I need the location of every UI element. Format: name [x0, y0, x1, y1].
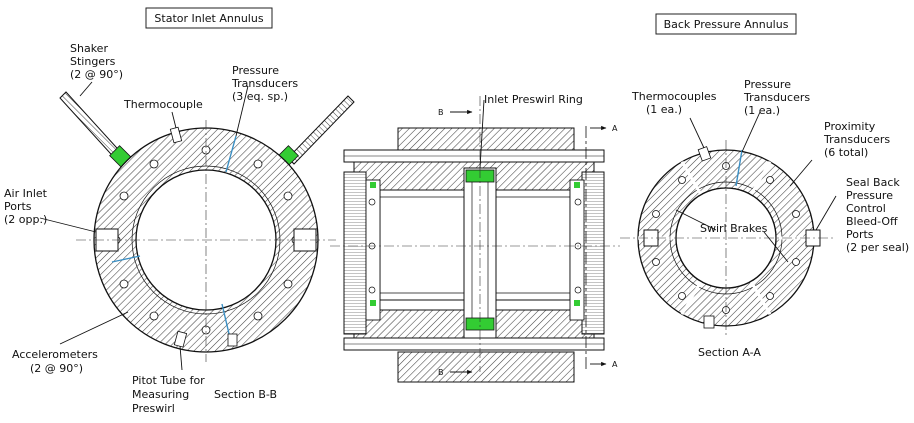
label-stingers-count: (2 @ 90°)	[70, 68, 123, 81]
label-pitot-tube: Pitot Tube for	[132, 374, 205, 387]
label-seal-pressure: Pressure	[846, 189, 893, 202]
left-pressure-transducer-lines	[111, 135, 237, 339]
label-stingers: Stingers	[70, 55, 116, 68]
label-seal-ports: Ports	[846, 228, 874, 241]
cut-b-top: B	[438, 108, 444, 117]
title-back-pressure: Back Pressure Annulus	[655, 13, 797, 35]
label-transducers-right-count: (1 ea.)	[744, 104, 780, 117]
title-stator-inlet-text: Stator Inlet Annulus	[154, 12, 263, 25]
label-seal-ports-count: (2 per seal)	[846, 241, 909, 254]
cut-a-top: A	[612, 124, 618, 133]
label-thermocouple: Thermocouple	[123, 98, 203, 111]
label-air-inlet: Air Inlet	[4, 187, 48, 200]
left-leaders	[39, 81, 249, 371]
label-measuring: Measuring	[132, 388, 189, 401]
right-labels: Thermocouples (1 ea.) Pressure Transduce…	[631, 78, 909, 359]
label-shaker: Shaker	[70, 42, 108, 55]
label-seal-back: Seal Back	[846, 176, 900, 189]
label-pressure: Pressure	[232, 64, 279, 77]
label-inlet-preswirl-ring: Inlet Preswirl Ring	[484, 93, 583, 106]
right-section-view	[620, 140, 836, 338]
middle-labels: Inlet Preswirl Ring B B A A	[438, 93, 618, 377]
label-seal-control: Control	[846, 202, 886, 215]
left-labels: Shaker Stingers (2 @ 90°) Thermocouple P…	[4, 42, 298, 415]
label-transducers: Transducers	[231, 77, 298, 90]
label-pressure-right: Pressure	[744, 78, 791, 91]
right-bolt-holes	[652, 162, 800, 314]
label-proximity-transducers: Transducers	[823, 133, 890, 146]
label-preswirl: Preswirl	[132, 402, 175, 415]
label-section-a-a: Section A-A	[698, 346, 761, 359]
label-seal-bleed-off: Bleed-Off	[846, 215, 898, 228]
right-leaders	[675, 111, 837, 263]
label-section-b-b: Section B-B	[214, 388, 277, 401]
label-swirl-brakes: Swirl Brakes	[700, 222, 768, 235]
cut-b-bottom: B	[438, 368, 444, 377]
accelerometer-mount	[227, 333, 238, 347]
shaker-stinger-left	[59, 91, 133, 169]
title-stator-inlet: Stator Inlet Annulus	[145, 7, 273, 29]
label-ports-count: (2 opp.)	[4, 213, 47, 226]
label-ports: Ports	[4, 200, 32, 213]
label-proximity-count: (6 total)	[824, 146, 868, 159]
middle-section-view	[330, 96, 620, 383]
label-thermocouples-count: (1 ea.)	[646, 103, 682, 116]
title-back-pressure-text: Back Pressure Annulus	[664, 18, 789, 31]
label-transducers-right: Transducers	[743, 91, 810, 104]
cut-a-bottom: A	[612, 360, 618, 369]
left-section-view	[59, 91, 355, 362]
shaker-stinger-right	[275, 95, 355, 169]
label-accelerometers-count: (2 @ 90°)	[30, 362, 83, 375]
label-thermocouples: Thermocouples	[631, 90, 717, 103]
pitot-tube-fitting	[173, 330, 188, 348]
label-proximity: Proximity	[824, 120, 876, 133]
label-transducers-spacing: (3 eq. sp.)	[232, 90, 288, 103]
thermocouple-fitting	[169, 126, 183, 144]
label-accelerometers: Accelerometers	[12, 348, 98, 361]
